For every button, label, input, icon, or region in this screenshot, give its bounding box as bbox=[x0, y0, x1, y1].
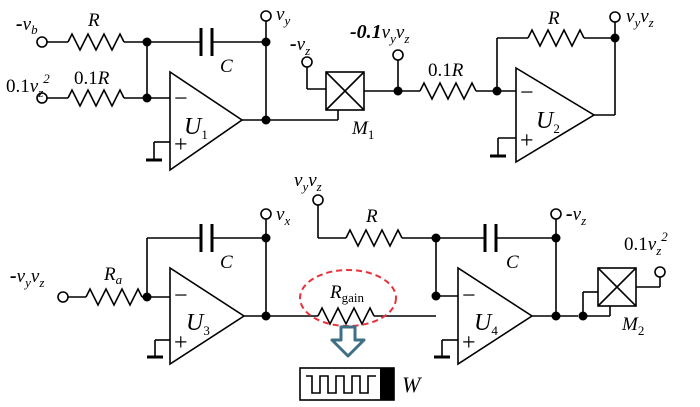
terminal-input-vz-m1 bbox=[301, 56, 313, 68]
junction-u4-inv bbox=[431, 291, 441, 301]
sign-plus-u1: + bbox=[174, 132, 188, 158]
junction-u1-inv bbox=[142, 93, 152, 103]
junction-u4-out bbox=[551, 311, 561, 321]
u3-integrator-block bbox=[57, 208, 272, 366]
label-resistor-r-u2: R bbox=[547, 8, 560, 29]
resistor-01r-u1-in bbox=[67, 88, 125, 108]
opamp-u4 bbox=[457, 266, 534, 366]
memristor-w bbox=[299, 367, 395, 401]
sign-plus-u3: + bbox=[174, 330, 188, 356]
resistor-r-u4-in bbox=[345, 228, 403, 248]
label-capacitor-c-u4: C bbox=[506, 252, 519, 273]
terminal-output-vz bbox=[550, 208, 562, 220]
label-output-vy: vy bbox=[276, 4, 290, 28]
label-output-m1: -0.1vyvz bbox=[350, 21, 409, 46]
label-opamp-u2: U2 bbox=[536, 108, 560, 136]
sign-minus-u1: − bbox=[174, 86, 188, 112]
label-opamp-u3: U3 bbox=[186, 310, 210, 338]
label-input-vyvz-u4: vyvz bbox=[294, 170, 322, 194]
opamp-u3 bbox=[169, 266, 246, 366]
m1-multiplier-block bbox=[266, 49, 404, 121]
label-capacitor-c-u3: C bbox=[220, 252, 233, 273]
label-output-vz2-m2: 0.1vz2 bbox=[624, 229, 668, 258]
label-opamp-u4: U4 bbox=[474, 310, 498, 338]
u1-integrator-block bbox=[36, 10, 272, 172]
u2-inverter-block bbox=[398, 11, 621, 164]
label-resistor-01r-u1: 0.1R bbox=[74, 68, 110, 89]
label-memristor-w: W bbox=[402, 372, 422, 397]
arrow-down-icon bbox=[330, 325, 366, 358]
resistor-r-u1-in bbox=[67, 32, 125, 52]
label-output-vx: vx bbox=[276, 204, 290, 228]
rgain-block bbox=[266, 269, 436, 401]
terminal-output-vz2 bbox=[654, 266, 666, 278]
terminal-input-vyvz-u4 bbox=[312, 194, 324, 206]
label-opamp-u1: U1 bbox=[184, 114, 208, 142]
label-multiplier-m2: M2 bbox=[621, 314, 644, 338]
opamp-u1 bbox=[169, 70, 244, 172]
resistor-ra-u3-in bbox=[85, 287, 143, 307]
memristor-w-pattern bbox=[306, 375, 376, 394]
label-input-vz2: 0.1vz2 bbox=[6, 71, 50, 100]
resistor-01r-u2-in bbox=[419, 81, 477, 101]
resistor-r-u2-fb bbox=[527, 28, 585, 48]
label-resistor-01r-u2: 0.1R bbox=[428, 60, 464, 81]
opamp-u2 bbox=[515, 66, 596, 164]
label-output-vyvz: vyvz bbox=[626, 6, 654, 30]
sign-plus-u4: + bbox=[462, 330, 476, 356]
terminal-output-vx bbox=[260, 208, 272, 220]
terminal-output-m1 bbox=[392, 49, 404, 61]
terminal-output-vy bbox=[260, 10, 272, 22]
label-resistor-r-u4: R bbox=[365, 206, 378, 227]
sign-minus-u2: − bbox=[520, 80, 534, 106]
terminal-input-vb bbox=[36, 36, 48, 48]
sign-plus-u2: + bbox=[520, 128, 534, 154]
label-input-vz-m1: -vz bbox=[290, 33, 310, 58]
sign-minus-u3: − bbox=[174, 283, 188, 309]
terminal-output-vyvz bbox=[609, 11, 621, 23]
m2-multiplier-block bbox=[578, 266, 666, 321]
sign-minus-u4: − bbox=[462, 283, 476, 309]
label-resistor-r-u1: R bbox=[87, 10, 100, 31]
terminal-input-vyvz-u3 bbox=[57, 291, 69, 303]
label-input-vyvz-u3: -vyvz bbox=[10, 265, 44, 290]
label-capacitor-c-u1: C bbox=[220, 56, 233, 77]
label-output-vz: -vz bbox=[566, 203, 586, 228]
memristor-w-band bbox=[380, 368, 394, 400]
label-resistor-rgain: Rgain bbox=[329, 282, 364, 305]
label-resistor-ra: Ra bbox=[103, 264, 123, 287]
u4-integrator-block bbox=[312, 194, 578, 366]
label-input-vb: -vb bbox=[16, 13, 38, 37]
resistor-rgain bbox=[317, 306, 375, 326]
label-multiplier-m1: M1 bbox=[351, 118, 374, 142]
